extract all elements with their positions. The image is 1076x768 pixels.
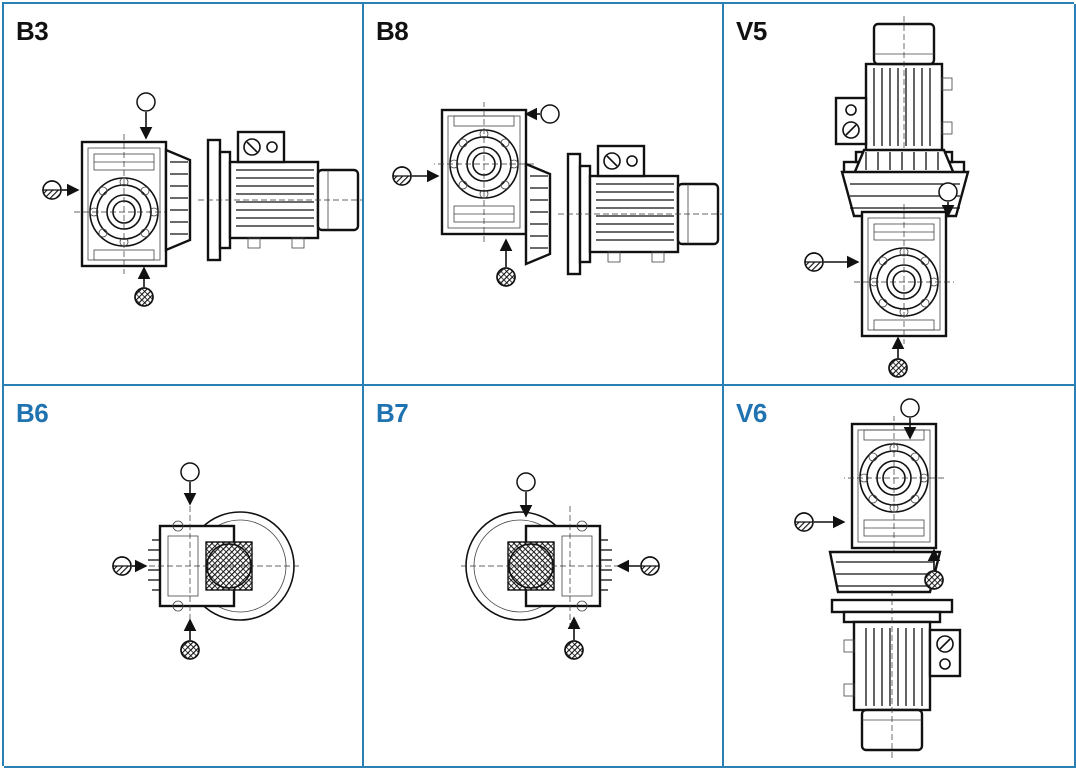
half-filled-circle-icon bbox=[112, 556, 132, 576]
hatched-circle-icon bbox=[888, 358, 908, 378]
hatched-circle-icon bbox=[496, 267, 516, 287]
v5-drawing bbox=[804, 12, 970, 378]
panel-label: B7 bbox=[376, 398, 409, 428]
half-filled-circle-icon bbox=[804, 252, 824, 272]
half-filled-circle-icon bbox=[640, 556, 660, 576]
panel-b8: B8 bbox=[364, 4, 724, 386]
half-filled-circle-icon bbox=[794, 512, 814, 532]
open-circle-icon bbox=[136, 92, 156, 112]
b7-drawing bbox=[458, 472, 660, 660]
half-filled-circle-icon bbox=[42, 180, 62, 200]
b8-drawing bbox=[392, 100, 722, 287]
hatched-circle-icon bbox=[134, 287, 154, 307]
open-circle-icon bbox=[540, 104, 560, 124]
hatched-circle-icon bbox=[180, 640, 200, 660]
panel-label: B8 bbox=[376, 16, 409, 46]
b6-drawing bbox=[112, 462, 302, 660]
v6-drawing bbox=[794, 398, 962, 762]
b3-drawing bbox=[42, 92, 362, 307]
panel-b7: B7 bbox=[364, 386, 724, 768]
panel-v5: V5 bbox=[724, 4, 1076, 386]
panel-label: B3 bbox=[16, 16, 49, 46]
panel-label: V5 bbox=[736, 16, 767, 46]
panel-label: V6 bbox=[736, 398, 767, 428]
panel-b3: B3 bbox=[4, 4, 364, 386]
panel-v6: V6 bbox=[724, 386, 1076, 768]
open-circle-icon bbox=[180, 462, 200, 482]
panel-label: B6 bbox=[16, 398, 49, 428]
hatched-circle-icon bbox=[924, 570, 944, 590]
hatched-circle-icon bbox=[564, 640, 584, 660]
open-circle-icon bbox=[900, 398, 920, 418]
open-circle-icon bbox=[516, 472, 536, 492]
panel-b6: B6 bbox=[4, 386, 364, 768]
half-filled-circle-icon bbox=[392, 166, 412, 186]
open-circle-icon bbox=[938, 182, 958, 202]
